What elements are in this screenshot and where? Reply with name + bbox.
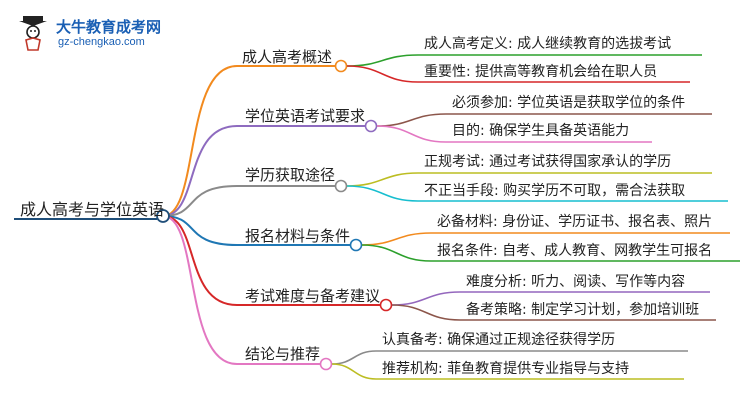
leaf-label: 报名条件: 自考、成人教育、网教学生可报名 [437, 243, 713, 259]
branch-label: 学历获取途径 [245, 166, 336, 184]
branch-label: 成人高考概述 [242, 48, 333, 66]
leaf-label: 正规考试: 通过考试获得国家承认的学历 [424, 154, 672, 170]
branch-node [364, 119, 378, 133]
leaf-connector [391, 291, 461, 306]
leaf-label: 必须参加: 学位英语是获取学位的条件 [452, 95, 686, 111]
branch-node [334, 59, 348, 73]
leaf-label: 必备材料: 身份证、学历证书、报名表、照片 [437, 214, 713, 230]
leaf-connector [346, 185, 419, 202]
branch-label: 报名材料与条件 [245, 227, 351, 245]
leaf-label: 不正当手段: 购买学历不可取，需合法获取 [424, 183, 686, 199]
leaf-connector [376, 113, 447, 127]
logo-title: 大牛教育成考网 [56, 18, 162, 36]
branch-connector [162, 215, 238, 306]
branch-node [379, 298, 393, 312]
leaf-label: 目的: 确保学生具备英语能力 [452, 123, 630, 139]
leaf-label: 成人高考定义: 成人继续教育的选拔考试 [424, 36, 672, 52]
scholar-mascot-icon [19, 16, 47, 51]
leaf-label: 推荐机构: 菲鱼教育提供专业指导与支持 [382, 361, 630, 377]
branch-connector [162, 185, 238, 217]
branch-connector [162, 125, 238, 217]
branch-connector [162, 215, 238, 246]
site-logo: 大牛教育成考网 gz-chengkao.com [14, 14, 189, 54]
leaf-connector [361, 232, 432, 246]
leaf-connector [331, 363, 377, 380]
branch-node [319, 357, 333, 371]
branch-label: 考试难度与备考建议 [245, 287, 381, 305]
leaf-connector [346, 54, 419, 67]
leaf-connector [346, 65, 419, 83]
root-label: 成人高考与学位英语 [20, 200, 165, 219]
leaf-connector [346, 172, 419, 187]
branch-connector [162, 215, 238, 365]
logo-url: gz-chengkao.com [58, 36, 145, 48]
leaf-label: 难度分析: 听力、阅读、写作等内容 [466, 274, 686, 290]
leaf-connector [376, 125, 447, 143]
branch-node [334, 179, 348, 193]
root-node [156, 209, 170, 223]
branch-label: 学位英语考试要求 [245, 107, 366, 125]
branch-node [349, 238, 363, 252]
leaf-connector [331, 350, 377, 365]
leaf-label: 重要性: 提供高等教育机会给在职人员 [424, 64, 658, 80]
branch-label: 结论与推荐 [245, 345, 321, 363]
leaf-connector [361, 244, 432, 262]
leaf-label: 备考策略: 制定学习计划，参加培训班 [466, 302, 700, 318]
leaf-connector [391, 304, 461, 321]
leaf-label: 认真备考: 确保通过正规途径获得学历 [382, 332, 616, 348]
branch-connector [162, 65, 238, 217]
